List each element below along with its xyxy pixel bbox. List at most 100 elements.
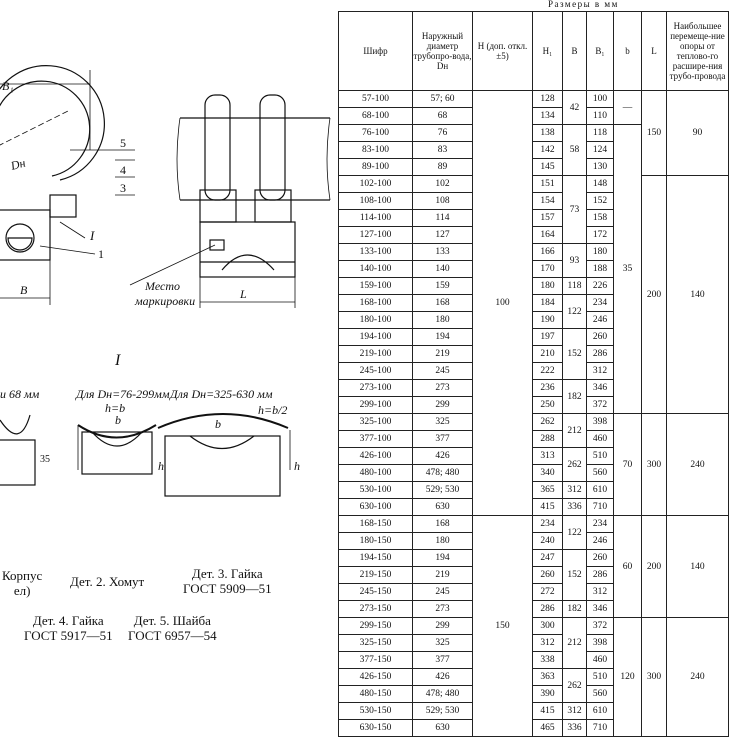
cell-code: 83-100 bbox=[338, 141, 413, 159]
col-header-b: B bbox=[562, 11, 587, 91]
cell-diameter: 76 bbox=[412, 124, 473, 142]
cell-code: 480-150 bbox=[338, 685, 413, 703]
cell-h1: 154 bbox=[532, 192, 563, 210]
cell-h1: 222 bbox=[532, 362, 563, 380]
cell-code: 76-100 bbox=[338, 124, 413, 142]
cell-code: 127-100 bbox=[338, 226, 413, 244]
cell-h: 150 bbox=[472, 515, 533, 737]
cell-code: 530-150 bbox=[338, 702, 413, 720]
cell-h1: 210 bbox=[532, 345, 563, 363]
cell-b-small: 120 bbox=[613, 617, 642, 737]
cell-h1: 415 bbox=[532, 498, 563, 516]
cell-diameter: 478; 480 bbox=[412, 685, 473, 703]
cell-b1: 610 bbox=[586, 702, 614, 720]
cell-b1: 560 bbox=[586, 685, 614, 703]
cell-b: 336 bbox=[562, 498, 587, 516]
cell-code: 325-150 bbox=[338, 634, 413, 652]
cell-movement: 140 bbox=[666, 175, 729, 414]
cell-code: 194-150 bbox=[338, 549, 413, 567]
cell-h1: 190 bbox=[532, 311, 563, 329]
cell-h1: 142 bbox=[532, 141, 563, 159]
cell-diameter: 140 bbox=[412, 260, 473, 278]
cell-diameter: 529; 530 bbox=[412, 702, 473, 720]
table-header-row: Шифр Наружный диаметр трубопро-вода, Dн … bbox=[338, 11, 729, 91]
clamp-ring-inner bbox=[0, 80, 91, 177]
cell-b: 182 bbox=[562, 379, 587, 414]
cell-code: 377-150 bbox=[338, 651, 413, 669]
cell-b1: 148 bbox=[586, 175, 614, 193]
callout-5: 5 bbox=[120, 136, 126, 150]
part-4-label: Дет. 4. Гайка ГОСТ 5917—51 bbox=[24, 613, 113, 643]
cell-code: 530-100 bbox=[338, 481, 413, 499]
cell-h1: 234 bbox=[532, 515, 563, 533]
cell-h1: 134 bbox=[532, 107, 563, 125]
part-3-line-2: ГОСТ 5909—51 bbox=[183, 581, 272, 596]
cell-b1: 260 bbox=[586, 328, 614, 346]
cell-diameter: 83 bbox=[412, 141, 473, 159]
cell-diameter: 426 bbox=[412, 447, 473, 465]
part-5-line-1: Дет. 5. Шайба bbox=[133, 613, 211, 628]
cell-diameter: 168 bbox=[412, 515, 473, 533]
cell-h1: 415 bbox=[532, 702, 563, 720]
cell-movement: 140 bbox=[666, 515, 729, 618]
dimensions-table-wrap: Шифр Наружный диаметр трубопро-вода, Dн … bbox=[338, 11, 729, 737]
cell-diameter: 114 bbox=[412, 209, 473, 227]
cell-b1: 172 bbox=[586, 226, 614, 244]
col-header-code: Шифр bbox=[338, 11, 413, 91]
cell-h1: 138 bbox=[532, 124, 563, 142]
detail-3-caption: Для Dн=325-630 мм bbox=[169, 387, 273, 401]
section-title: I bbox=[114, 352, 121, 369]
cell-h1: 250 bbox=[532, 396, 563, 414]
col-header-h1: H₁ bbox=[532, 11, 563, 91]
part-1-line-1: Корпус bbox=[2, 568, 43, 583]
cell-h1: 300 bbox=[532, 617, 563, 635]
cell-b1: 234 bbox=[586, 515, 614, 533]
cell-l: 300 bbox=[641, 413, 667, 516]
cell-h1: 272 bbox=[532, 583, 563, 601]
col-header-l: L bbox=[641, 11, 667, 91]
cell-h1: 363 bbox=[532, 668, 563, 686]
cell-l: 300 bbox=[641, 617, 667, 737]
cell-code: 426-100 bbox=[338, 447, 413, 465]
cell-diameter: 299 bbox=[412, 396, 473, 414]
cell-b: 118 bbox=[562, 277, 587, 295]
part-4-line-2: ГОСТ 5917—51 bbox=[24, 628, 113, 643]
part-5-line-2: ГОСТ 6957—54 bbox=[128, 628, 217, 643]
cell-h1: 247 bbox=[532, 549, 563, 567]
cell-b1: 130 bbox=[586, 158, 614, 176]
cell-h1: 236 bbox=[532, 379, 563, 397]
cell-diameter: 89 bbox=[412, 158, 473, 176]
cell-code: 630-100 bbox=[338, 498, 413, 516]
cell-code: 168-100 bbox=[338, 294, 413, 312]
dim-b1-label: B₁ bbox=[2, 79, 14, 93]
cell-b1: 152 bbox=[586, 192, 614, 210]
cell-diameter: 194 bbox=[412, 549, 473, 567]
cell-code: 273-100 bbox=[338, 379, 413, 397]
cell-diameter: 180 bbox=[412, 532, 473, 550]
cell-b1: 460 bbox=[586, 651, 614, 669]
cell-diameter: 127 bbox=[412, 226, 473, 244]
cell-diameter: 245 bbox=[412, 583, 473, 601]
cell-h1: 312 bbox=[532, 634, 563, 652]
cell-b: 336 bbox=[562, 719, 587, 737]
part-4-line-1: Дет. 4. Гайка bbox=[32, 613, 104, 628]
cell-diameter: 194 bbox=[412, 328, 473, 346]
cell-b1: 710 bbox=[586, 719, 614, 737]
dim-35-label: 35 bbox=[40, 454, 50, 465]
col-header-diameter: Наружный диаметр трубопро-вода, Dн bbox=[412, 11, 473, 91]
drawing-svg: B₁ Dн 5 4 3 1 I B L Место маркировки I и… bbox=[0, 65, 331, 497]
cell-code: 89-100 bbox=[338, 158, 413, 176]
cell-code: 114-100 bbox=[338, 209, 413, 227]
cell-b1: 226 bbox=[586, 277, 614, 295]
cell-diameter: 68 bbox=[412, 107, 473, 125]
detail-1-caption: и 68 мм bbox=[0, 387, 40, 401]
cell-b1: 460 bbox=[586, 430, 614, 448]
